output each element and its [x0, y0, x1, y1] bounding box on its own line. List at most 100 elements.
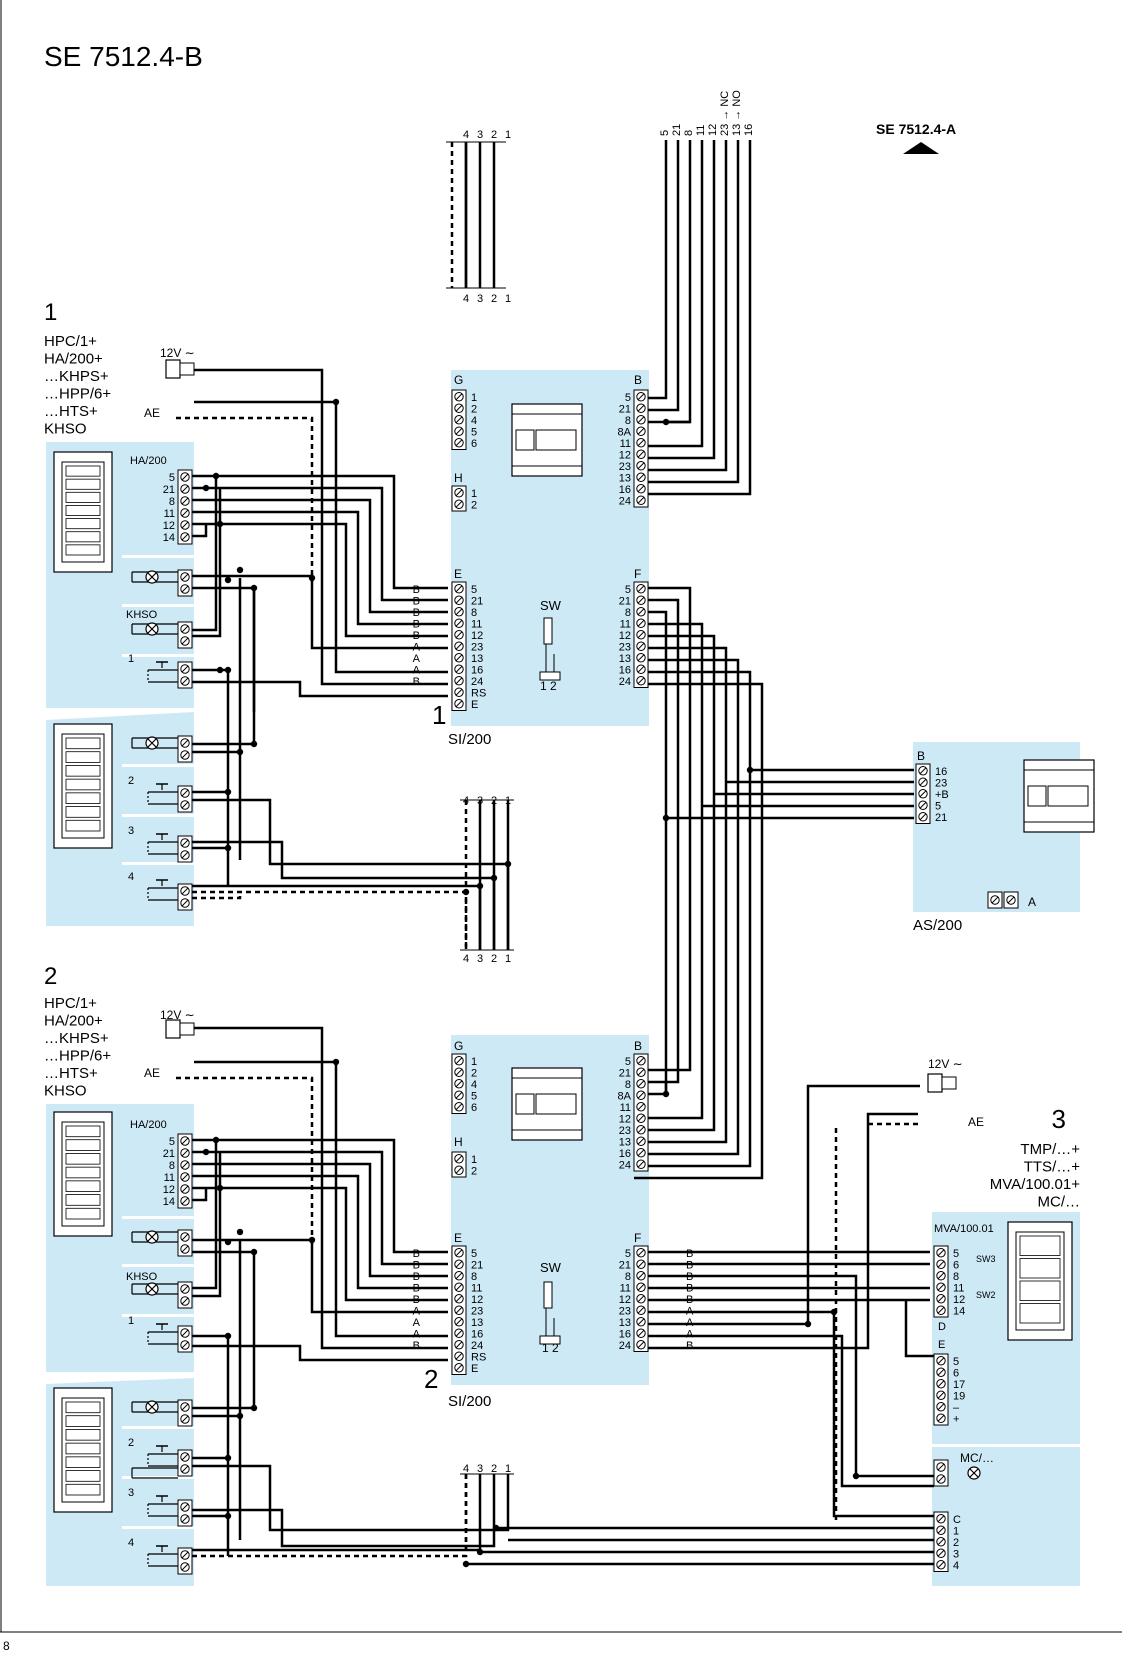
si2-f-wire-letter: A — [686, 1329, 694, 1341]
junctions — [202, 398, 860, 1568]
handset-mva-key — [1019, 1280, 1061, 1301]
ha2-screw-slot — [181, 1197, 189, 1205]
si1-E-screw-slot — [455, 700, 463, 708]
g2-term-1 — [177, 1281, 193, 1309]
si2-f-wire-letter: B — [686, 1283, 693, 1295]
si1-E-label: E — [471, 699, 478, 711]
g1-term-5-screw-slot — [181, 839, 189, 847]
plug-3-b — [941, 1076, 957, 1090]
g2-term-0-screw-slot — [181, 1245, 189, 1253]
si2-B-screw-slot — [637, 1137, 645, 1145]
ha1-screw-slot — [181, 485, 189, 493]
si200-2-number: 2 — [424, 1364, 438, 1394]
si2-G-screw-slot — [455, 1057, 463, 1065]
si1-F-label: 24 — [619, 676, 631, 688]
ha2-screw-slot — [181, 1161, 189, 1169]
si1-B-title: B — [634, 373, 642, 387]
si1-B-label: 5 — [625, 392, 631, 404]
group3-number: 3 — [1052, 1104, 1066, 1134]
lamp-1b — [131, 622, 178, 636]
group1-device: HA/200+ — [44, 351, 103, 368]
si2-E-label: 11 — [471, 1282, 482, 1294]
g2-term-3 — [177, 1399, 193, 1427]
lamp-2c — [131, 1400, 178, 1414]
si2-B-screw-slot — [637, 1114, 645, 1122]
bus-label-mid-b: 4 — [463, 953, 469, 965]
lamp-1a — [131, 570, 178, 584]
junction-dot — [224, 1454, 232, 1462]
ha2-screw-slot — [181, 1173, 189, 1181]
g2-term-4-screw-slot — [181, 1465, 189, 1473]
junction-dot — [224, 1332, 232, 1340]
si1-E-screw-slot — [455, 631, 463, 639]
ha2-label: 8 — [169, 1160, 175, 1172]
handset-2 — [53, 1111, 113, 1237]
si1-F-title: F — [634, 567, 641, 581]
si1-F-label: 11 — [620, 618, 631, 630]
btn-1-3: 3 — [128, 825, 178, 855]
si2-f-wire-letter: A — [686, 1317, 694, 1329]
as-B-screw-slot — [919, 813, 927, 821]
sw-pins-1: 1 2 — [540, 679, 557, 693]
ha2-screw-slot — [181, 1149, 189, 1157]
si2-E-screw-slot — [455, 1249, 463, 1257]
junction-dot — [308, 1236, 316, 1244]
si2-F-screw-slot — [637, 1295, 645, 1303]
bus-label-top-b: 4 — [463, 293, 469, 305]
junction-dot — [830, 1308, 838, 1316]
g2-term-5-screw-slot — [181, 1515, 189, 1523]
junction-dot — [852, 1472, 860, 1480]
si1-E-screw-slot — [455, 654, 463, 662]
junction-dot — [224, 1512, 232, 1520]
as-B-label: +B — [935, 789, 949, 801]
g2-term-6-screw-slot — [181, 1551, 189, 1559]
g1-term-1-screw-slot — [181, 625, 189, 633]
si200-1-number: 1 — [432, 700, 446, 730]
btn-1-4: 4 — [128, 871, 178, 901]
vert-terminal-label: 21 — [671, 124, 683, 136]
junction-dot — [224, 788, 232, 796]
si1-H: 12 — [451, 485, 477, 512]
ha1-label: 5 — [169, 472, 175, 484]
mva-screw-slot — [937, 1249, 945, 1257]
mva-E-block-label: – — [953, 1402, 960, 1414]
group3-devices: TMP/…+TTS/…+MVA/100.01+MC/… — [990, 1141, 1080, 1211]
junction-dot — [308, 574, 316, 582]
lamp-2b-x2 — [147, 1284, 157, 1294]
si1-E-screw-slot — [455, 677, 463, 685]
ha2-label: 21 — [163, 1148, 175, 1160]
ha2-screw-slot — [181, 1137, 189, 1145]
junction-dot — [236, 1412, 244, 1420]
si2-F-screw-slot — [637, 1283, 645, 1291]
si1-E-screw-slot — [455, 642, 463, 650]
junction-dot — [224, 666, 232, 674]
bus-label-bot: 4 — [463, 1463, 469, 1475]
g2-term-6-screw-slot — [181, 1563, 189, 1571]
si2-B-label: 13 — [619, 1136, 631, 1148]
btn-1-1: 1 — [128, 653, 178, 683]
si1-B-label: 16 — [619, 484, 631, 496]
si1-B-screw-slot — [637, 393, 645, 401]
page-title: SE 7512.4-B — [44, 41, 203, 72]
si2-F-screw-slot — [637, 1306, 645, 1314]
group1-device: HPC/1+ — [44, 333, 97, 350]
si2-wire-letter: B — [413, 1260, 420, 1272]
btn-2-1: 1 — [128, 1315, 178, 1345]
si1-F-screw-slot — [637, 631, 645, 639]
si1-E-label: 21 — [471, 595, 483, 607]
si1-F-label: 13 — [619, 653, 631, 665]
btn-2-3: 3 — [128, 1487, 178, 1517]
si2-G-label: 1 — [471, 1056, 477, 1068]
si2-G-screw-slot — [455, 1068, 463, 1076]
junction-dot — [216, 520, 224, 528]
mva-label: 12 — [953, 1294, 965, 1306]
vert-terminal-label: 11 — [695, 125, 707, 136]
si1-G-screw-slot — [455, 439, 463, 447]
mva-screw-slot — [937, 1295, 945, 1303]
si2-G-screw-slot — [455, 1091, 463, 1099]
handset-2b-key — [65, 1415, 101, 1427]
